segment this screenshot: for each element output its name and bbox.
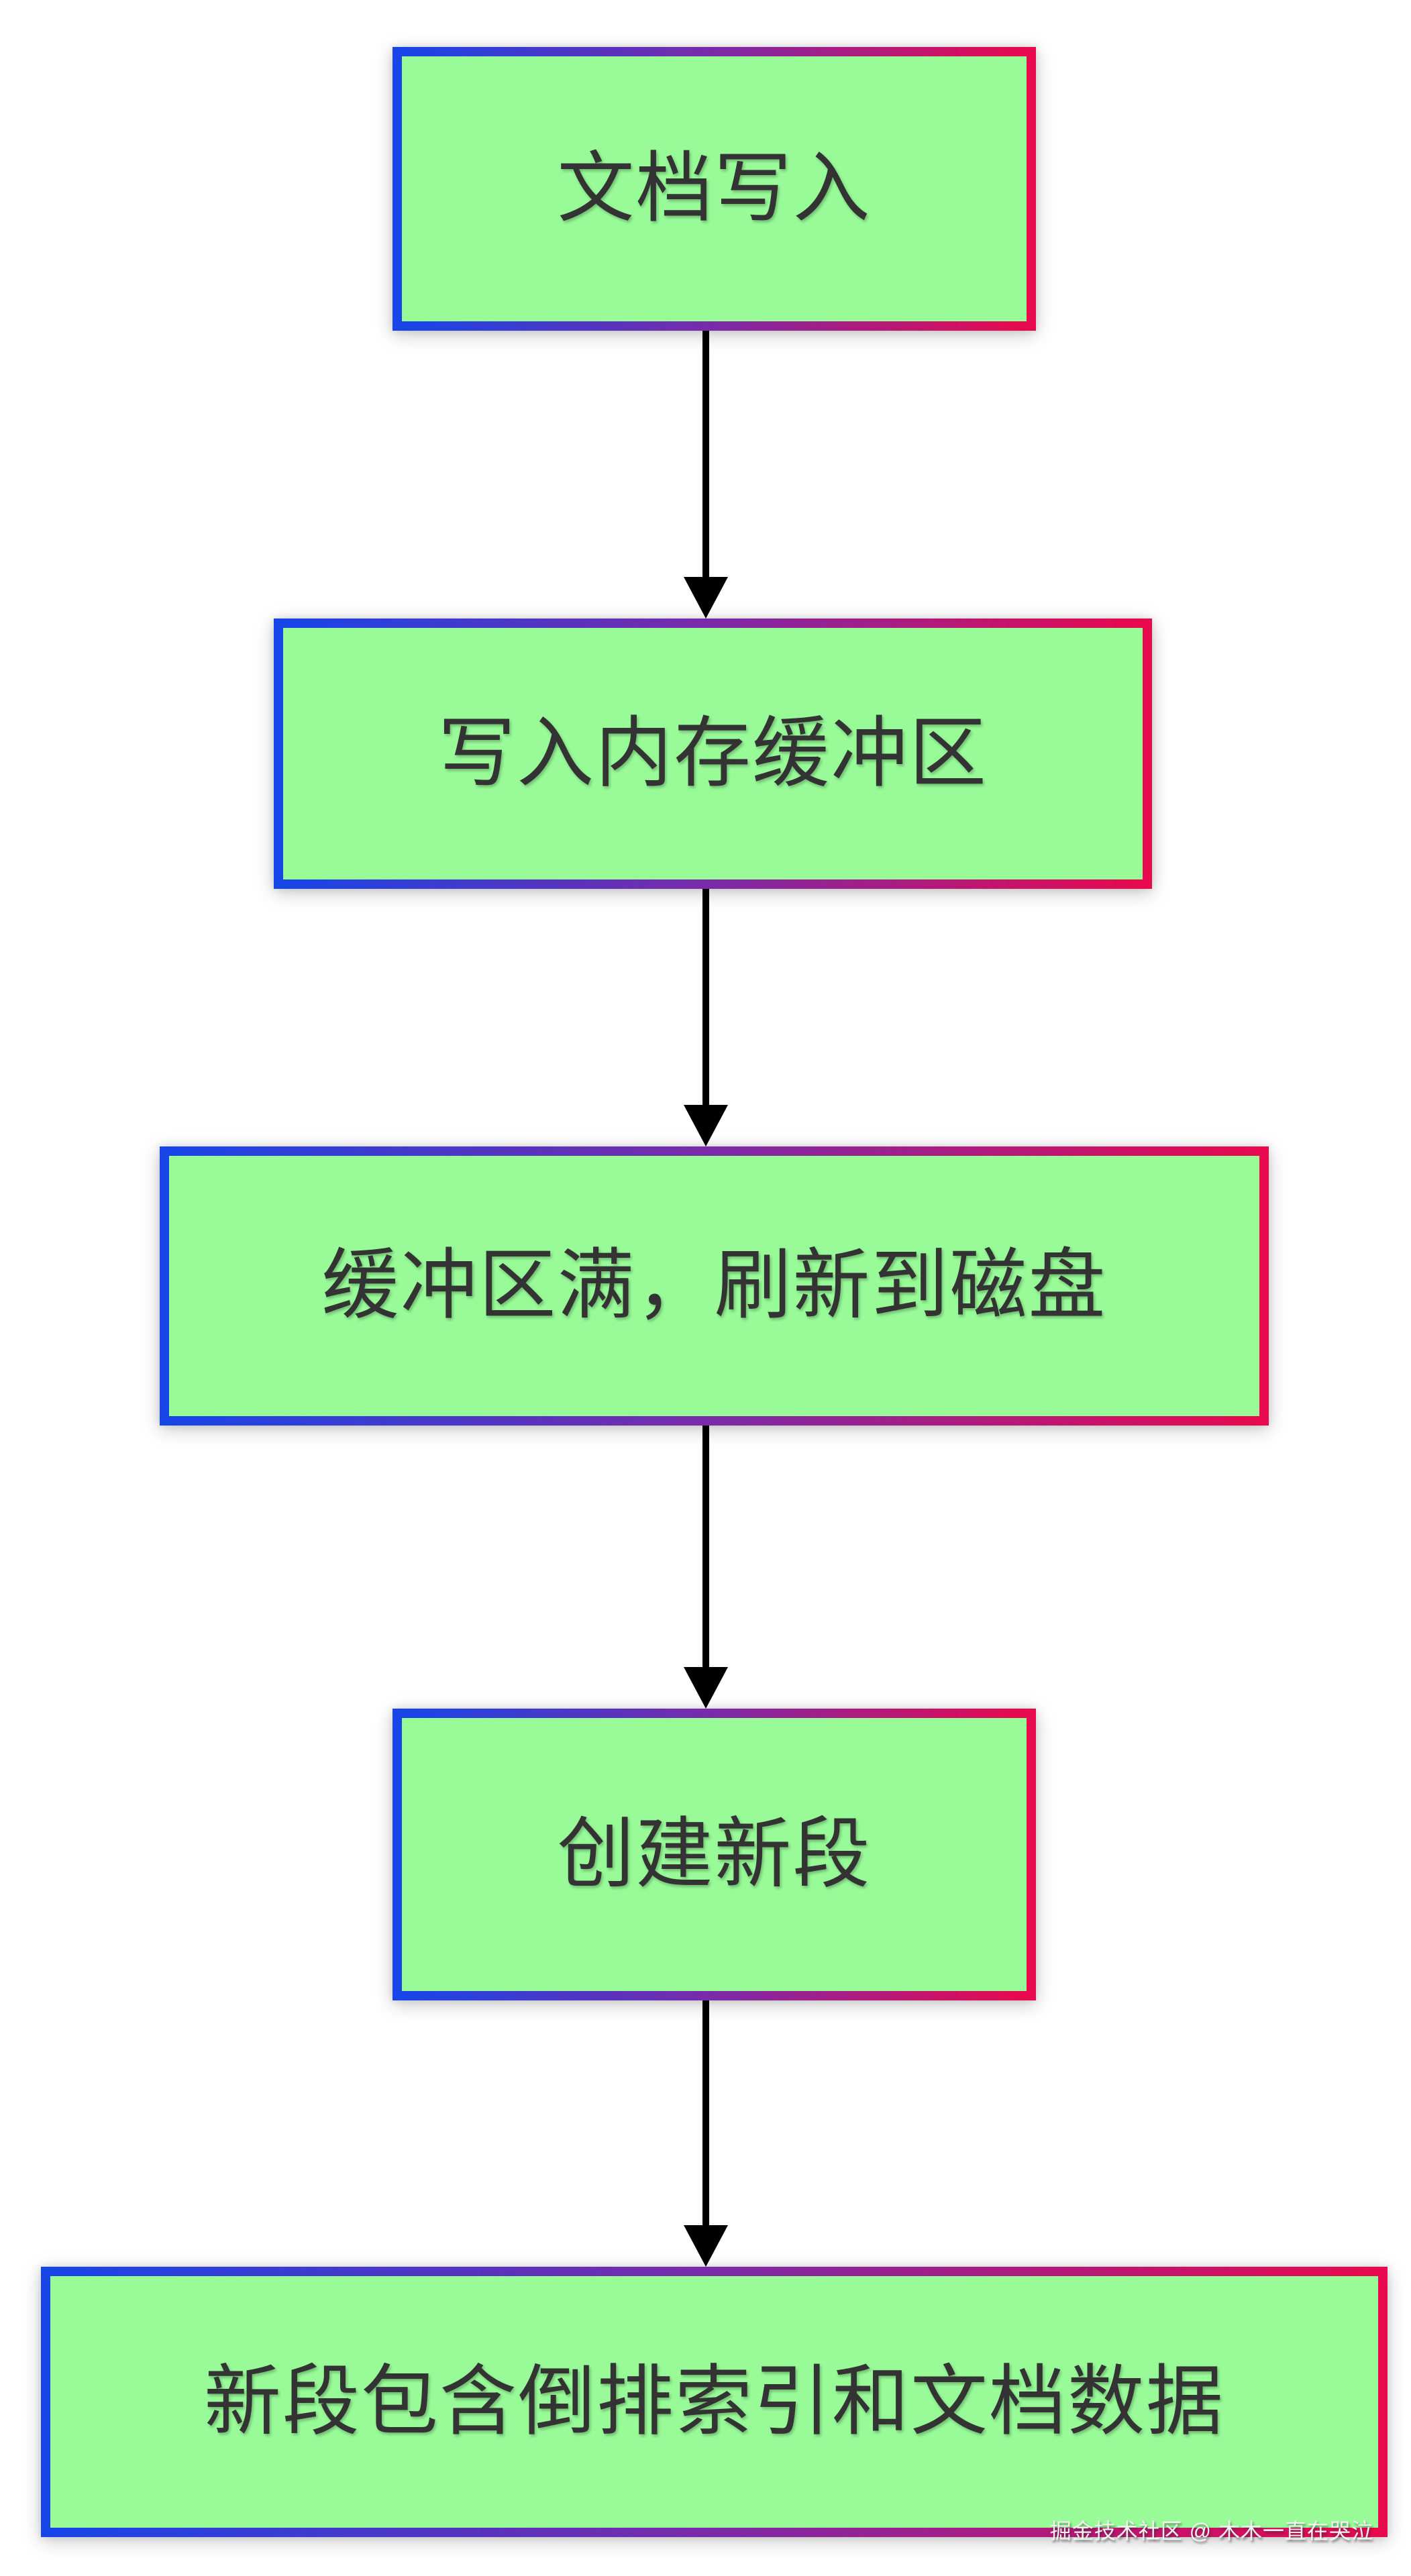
- flow-arrow-3: [684, 1426, 728, 1709]
- arrow-line: [702, 331, 709, 581]
- arrow-head-icon: [684, 1105, 728, 1146]
- arrow-head-icon: [684, 1667, 728, 1709]
- flow-node-create-new-segment: 创建新段: [393, 1709, 1036, 2000]
- flow-node-document-write: 文档写入: [393, 47, 1036, 331]
- flow-arrow-4: [684, 2000, 728, 2267]
- arrow-line: [702, 2000, 709, 2229]
- arrow-head-icon: [684, 2225, 728, 2267]
- flow-node-buffer-full-flush: 缓冲区满，刷新到磁盘: [160, 1146, 1269, 1426]
- flow-node-write-mem-buffer: 写入内存缓冲区: [274, 619, 1152, 889]
- flow-arrow-1: [684, 331, 728, 619]
- flow-node-label: 创建新段: [557, 1811, 872, 1897]
- flow-node-segment-contents: 新段包含倒排索引和文档数据: [41, 2267, 1388, 2537]
- watermark: 掘金技术社区 @ 木木一直在哭泣: [1049, 2519, 1373, 2543]
- flow-node-label: 文档写入: [557, 145, 872, 231]
- arrow-line: [702, 1426, 709, 1671]
- arrow-line: [702, 889, 709, 1109]
- arrow-head-icon: [684, 577, 728, 619]
- flow-node-label: 缓冲区满，刷新到磁盘: [321, 1242, 1107, 1329]
- flow-arrow-2: [684, 889, 728, 1146]
- flow-node-label: 写入内存缓冲区: [437, 710, 988, 796]
- flow-node-label: 新段包含倒排索引和文档数据: [203, 2358, 1224, 2445]
